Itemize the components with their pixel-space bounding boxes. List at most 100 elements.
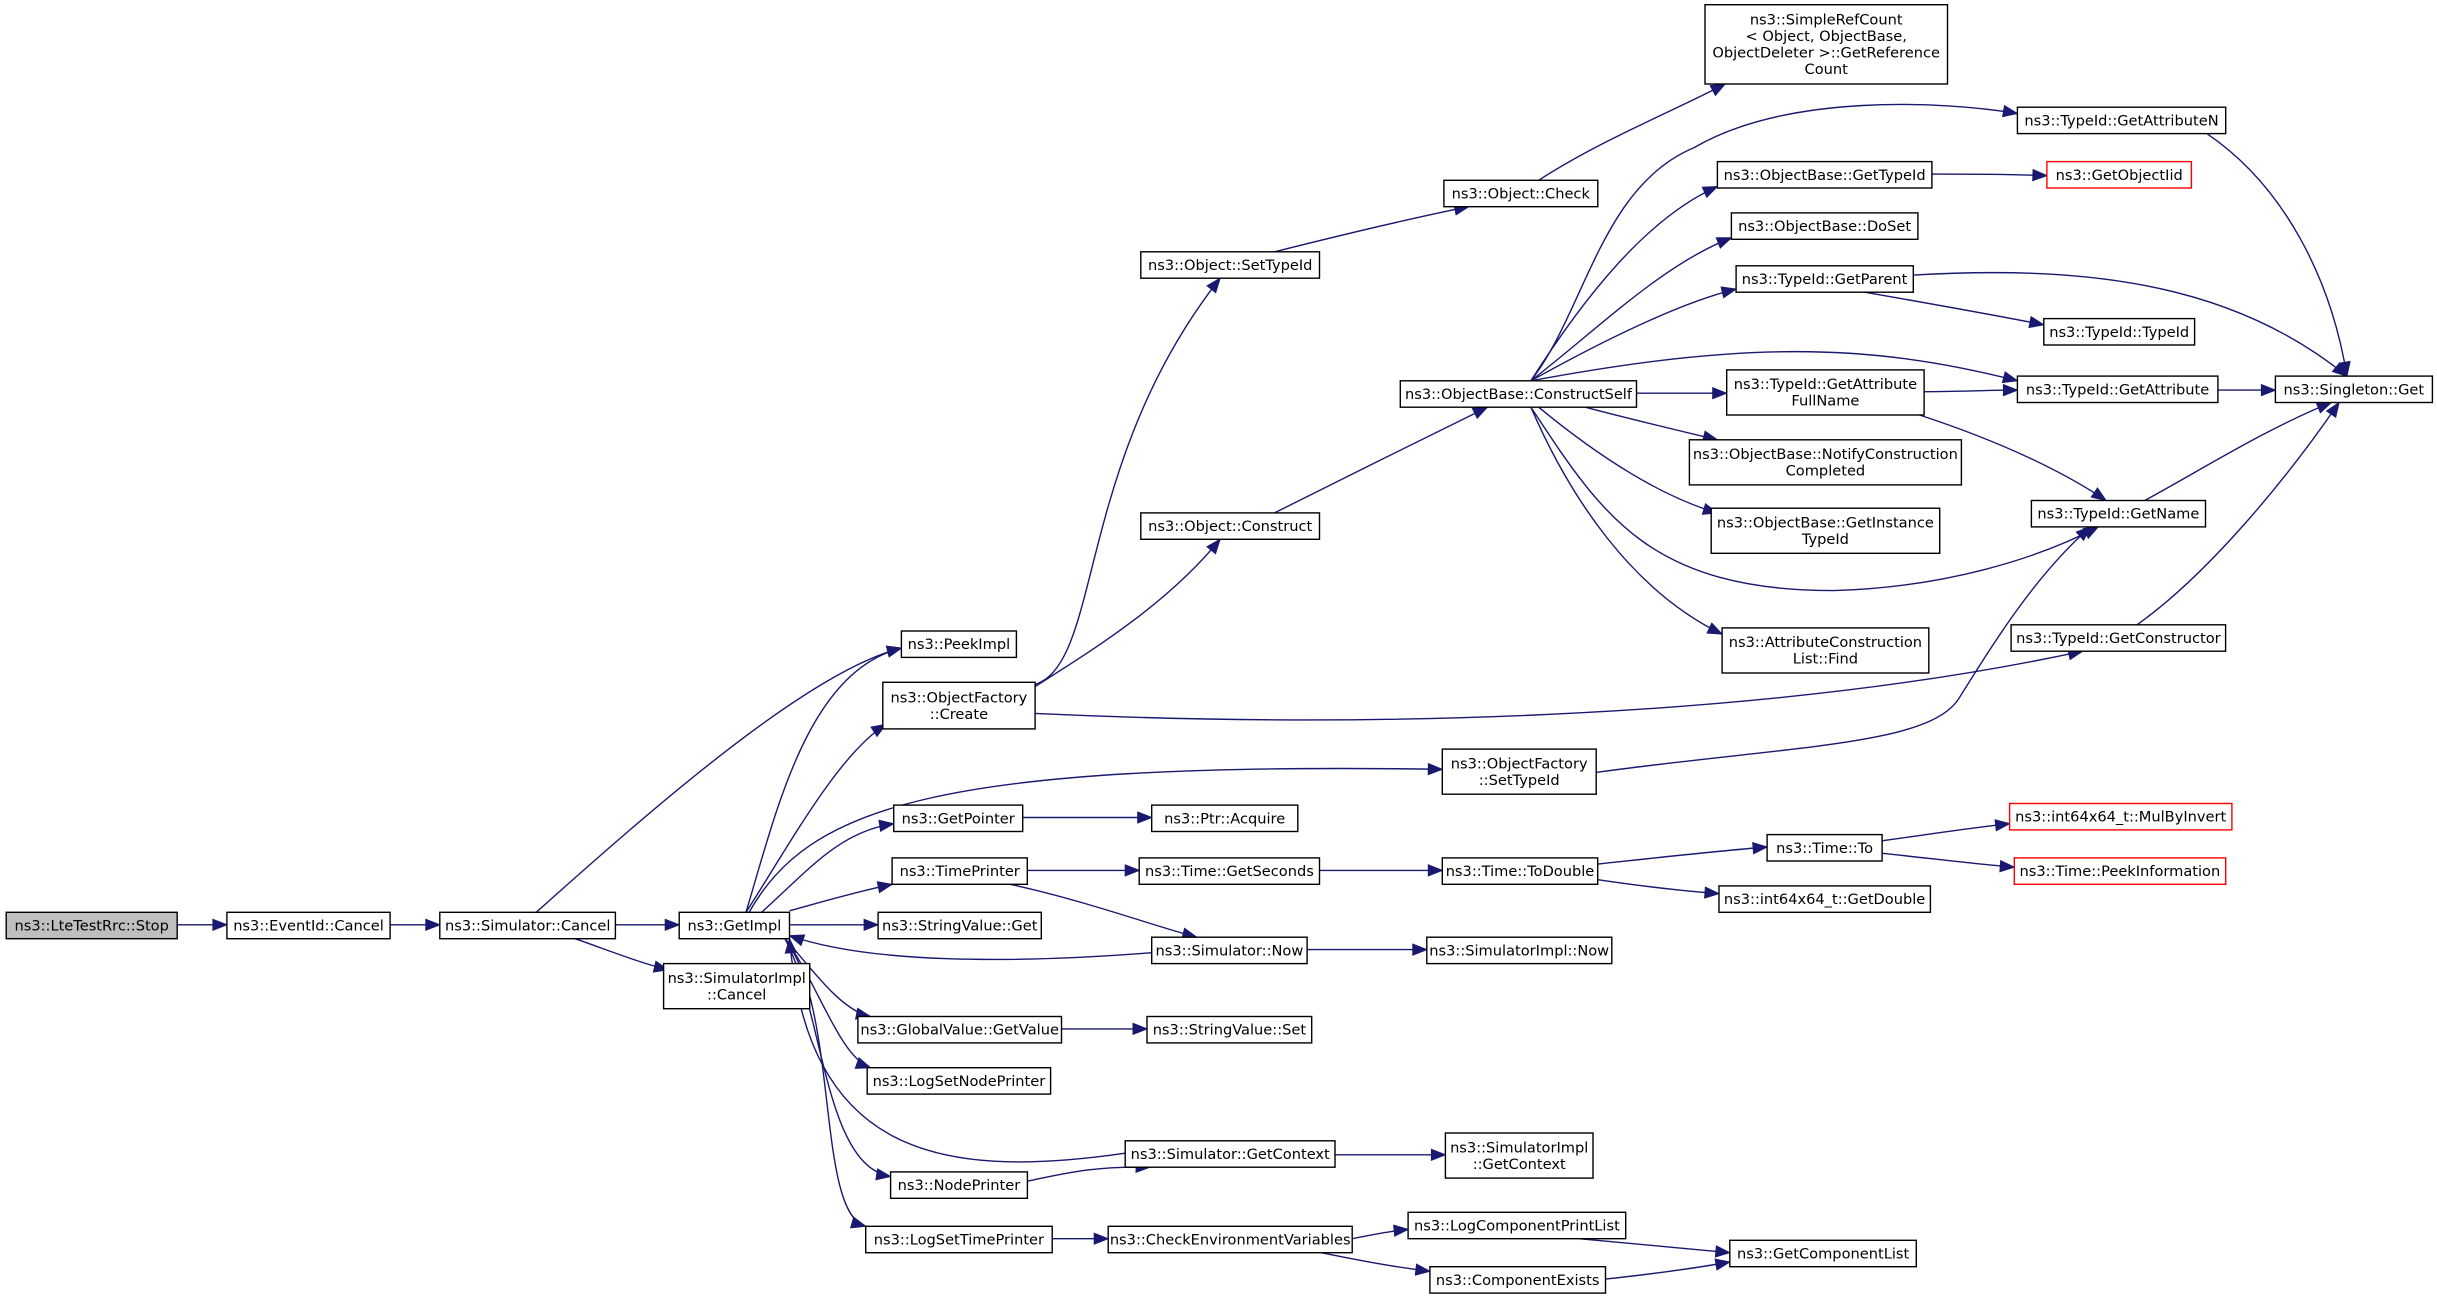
node-ptr_acquire[interactable]: ns3::Ptr::Acquire <box>1150 804 1299 833</box>
node-typeid_getconstructor[interactable]: ns3::TypeId::GetConstructor <box>2010 624 2227 652</box>
node-logcompprint[interactable]: ns3::LogComponentPrintList <box>1407 1211 1627 1240</box>
node-compexists[interactable]: ns3::ComponentExists <box>1429 1265 1607 1294</box>
node-typeid_getattr[interactable]: ns3::TypeId::GetAttribute <box>2016 375 2219 404</box>
edge-getimpl-to-stringvalue_get <box>789 918 880 932</box>
node-objbase_doset[interactable]: ns3::ObjectBase::DoSet <box>1730 212 1919 240</box>
node-time_getseconds[interactable]: ns3::Time::GetSeconds <box>1138 857 1321 886</box>
node-label: ns3::LteTestRrc::Stop <box>14 918 168 935</box>
node-label: ns3::Simulator::GetContext <box>1131 1146 1330 1163</box>
node-box <box>1107 1225 1353 1254</box>
node-simimpl_now[interactable]: ns3::SimulatorImpl::Now <box>1426 936 1613 965</box>
arrowhead <box>1752 842 1769 855</box>
node-box <box>1429 1265 1607 1294</box>
node-box <box>893 804 1024 833</box>
edge-getimpl-to-objfac_create <box>745 723 888 913</box>
node-constructself[interactable]: ns3::ObjectBase::ConstructSelf <box>1399 380 1638 408</box>
node-lte_stop[interactable]: ns3::LteTestRrc::Stop <box>5 911 178 940</box>
node-globalvalue_get[interactable]: ns3::GlobalValue::GetValue <box>857 1015 1063 1044</box>
node-nodeprinter[interactable]: ns3::NodePrinter <box>889 1171 1029 1200</box>
node-box <box>2043 317 2196 346</box>
node-getcomplist[interactable]: ns3::GetComponentList <box>1729 1239 1918 1268</box>
arrowhead <box>2001 371 2019 384</box>
node-timeprinter[interactable]: ns3::TimePrinter <box>891 857 1028 886</box>
node-obj_check[interactable]: ns3::Object::Check <box>1443 179 1599 208</box>
node-box <box>1426 936 1613 965</box>
node-box <box>1140 251 1321 279</box>
node-simimpl_cancel[interactable]: ns3::SimulatorImpl::Cancel <box>662 962 811 1010</box>
edge-constructself-to-objbase_gettypeid <box>1530 185 1719 382</box>
node-getimpl[interactable]: ns3::GetImpl <box>678 911 791 940</box>
node-refcount[interactable]: ns3::SimpleRefCount< Object, ObjectBase,… <box>1704 3 1949 85</box>
node-label: ns3::Object::SetTypeId <box>1148 257 1312 274</box>
node-label: ns3::LogSetTimePrinter <box>874 1232 1044 1249</box>
node-box <box>2030 499 2207 528</box>
node-box <box>2274 375 2434 404</box>
node-simimpl_getcontext[interactable]: ns3::SimulatorImpl::GetContext <box>1444 1132 1594 1179</box>
node-sim_now[interactable]: ns3::Simulator::Now <box>1150 936 1308 965</box>
node-typeid_getname[interactable]: ns3::TypeId::GetName <box>2030 499 2207 528</box>
node-box <box>882 681 1036 730</box>
node-peekimpl[interactable]: ns3::PeekImpl <box>900 630 1018 659</box>
node-sim_cancel[interactable]: ns3::Simulator::Cancel <box>439 911 617 940</box>
arrowhead <box>1093 1232 1110 1245</box>
node-obj_construct[interactable]: ns3::Object::Construct <box>1140 512 1321 541</box>
node-box <box>877 911 1042 940</box>
arrowhead <box>784 937 797 954</box>
arrowhead <box>875 1168 892 1181</box>
node-box <box>1441 857 1599 886</box>
node-time_todouble[interactable]: ns3::Time::ToDouble <box>1441 857 1599 886</box>
node-typeid_getattrn[interactable]: ns3::TypeId::GetAttributeN <box>2016 106 2227 135</box>
node-label: ns3::LogSetNodePrinter <box>873 1073 1046 1090</box>
node-box <box>1729 1239 1918 1268</box>
node-checkenv[interactable]: ns3::CheckEnvironmentVariables <box>1107 1225 1353 1254</box>
edge-sim_cancel-to-peekimpl <box>535 645 903 913</box>
edge-typeid_getattr-to-singleton_get <box>2217 383 2277 397</box>
node-objfac_create[interactable]: ns3::ObjectFactory::Create <box>882 681 1036 730</box>
node-int64_getdouble[interactable]: ns3::int64x64_t::GetDouble <box>1718 885 1932 914</box>
node-stringvalue_get[interactable]: ns3::StringValue::Get <box>877 911 1042 940</box>
node-evt_cancel[interactable]: ns3::EventId::Cancel <box>226 911 391 940</box>
node-label: Completed <box>1786 463 1866 480</box>
node-time_peekinfo[interactable]: ns3::Time::PeekInformation <box>2013 857 2227 886</box>
node-time_to[interactable]: ns3::Time::To <box>1766 833 1883 862</box>
edge-getimpl-to-logsetnode <box>784 938 872 1069</box>
node-box <box>1399 380 1638 408</box>
node-box <box>1150 804 1299 833</box>
node-box <box>1150 936 1308 965</box>
node-objbase_gettypeid[interactable]: ns3::ObjectBase::GetTypeId <box>1716 160 1933 189</box>
node-objbase_notify[interactable]: ns3::ObjectBase::NotifyConstructionCompl… <box>1688 439 1963 486</box>
node-int64_mulbyinvert[interactable]: ns3::int64x64_t::MulByInvert <box>2008 802 2233 831</box>
node-label: ns3::Singleton::Get <box>2284 381 2425 398</box>
node-logsettime[interactable]: ns3::LogSetTimePrinter <box>865 1225 1053 1254</box>
node-box <box>439 911 617 940</box>
arrowhead <box>2001 104 2019 118</box>
node-getpointer[interactable]: ns3::GetPointer <box>893 804 1024 833</box>
node-label: ns3::Simulator::Cancel <box>445 918 610 935</box>
node-box <box>1407 1211 1627 1240</box>
arrowhead <box>1701 185 1719 199</box>
node-label: ns3::Time::ToDouble <box>1446 863 1595 880</box>
node-typeid_getparent[interactable]: ns3::TypeId::GetParent <box>1735 265 1914 293</box>
node-label: ns3::ObjectBase::GetTypeId <box>1724 167 1926 184</box>
node-label: TypeId <box>1801 531 1849 548</box>
node-label: ns3::TypeId::GetConstructor <box>2016 630 2221 647</box>
node-label: ns3::TypeId::GetAttribute <box>2026 381 2209 398</box>
edge-checkenv-to-logcompprint <box>1352 1224 1410 1240</box>
node-getobjectiid[interactable]: ns3::GetObjectIid <box>2046 160 2193 189</box>
node-box <box>2010 624 2227 652</box>
node-objfac_settypeid[interactable]: ns3::ObjectFactory::SetTypeId <box>1441 748 1597 795</box>
node-singleton_get[interactable]: ns3::Singleton::Get <box>2274 375 2434 404</box>
node-sim_getcontext[interactable]: ns3::Simulator::GetContext <box>1124 1140 1336 1168</box>
node-logsetnode[interactable]: ns3::LogSetNodePrinter <box>866 1066 1052 1095</box>
node-stringvalue_set[interactable]: ns3::StringValue::Set <box>1146 1015 1313 1044</box>
edge-time_todouble-to-time_to <box>1597 842 1769 865</box>
edge-getimpl-to-getpointer <box>761 819 896 913</box>
node-obj_settypeid[interactable]: ns3::Object::SetTypeId <box>1140 251 1321 279</box>
arrowhead <box>1393 1224 1410 1237</box>
node-typeid_typeid[interactable]: ns3::TypeId::TypeId <box>2043 317 2196 346</box>
arrowhead <box>1412 943 1429 956</box>
node-label: < Object, ObjectBase, <box>1746 28 1907 45</box>
